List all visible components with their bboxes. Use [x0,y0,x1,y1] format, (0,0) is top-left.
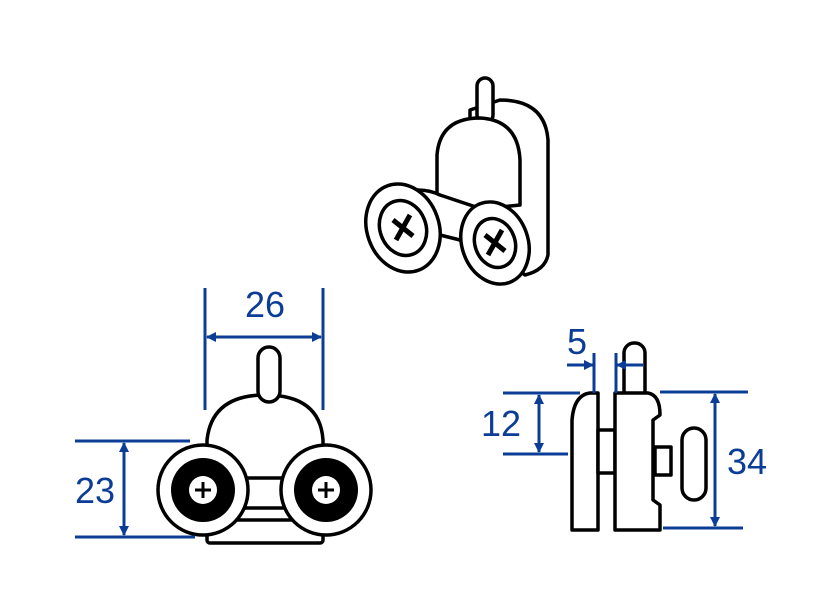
isometric-view [364,76,550,286]
dimension-height-23: 23 [75,439,195,539]
dim-label-12: 12 [481,403,521,444]
dim-label-26: 26 [245,284,285,325]
dimension-height-34: 34 [660,390,767,530]
front-view [156,345,373,545]
side-view [570,341,708,532]
dimension-height-12: 12 [481,391,580,456]
dim-label-5: 5 [567,321,587,362]
dim-label-23: 23 [75,470,115,511]
dimension-gap-5: 5 [567,321,643,393]
dim-label-34: 34 [727,441,767,482]
dimension-width-26: 26 [203,284,325,410]
